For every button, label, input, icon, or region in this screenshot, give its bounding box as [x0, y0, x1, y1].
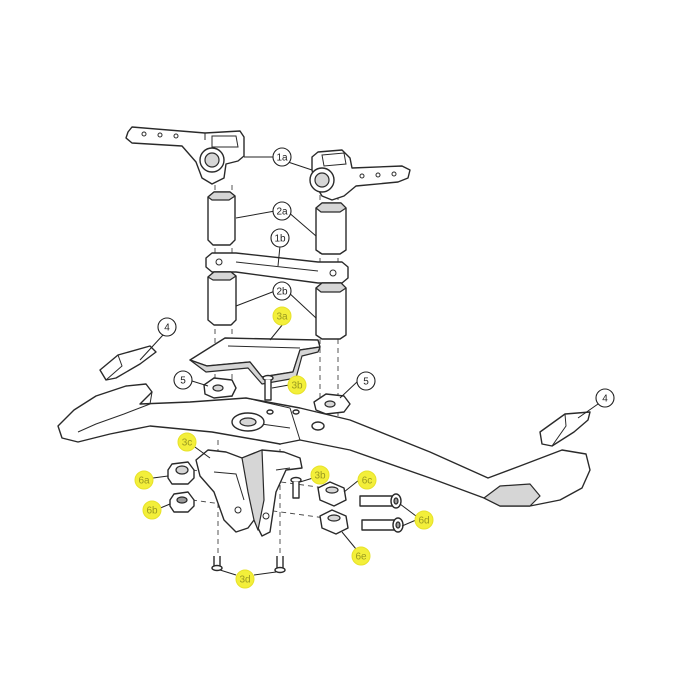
clamp-right	[313, 393, 351, 415]
svg-text:6d: 6d	[418, 516, 429, 527]
svg-text:1b: 1b	[274, 234, 286, 245]
leader-lines	[139, 156, 599, 576]
extension-base-bar	[57, 383, 591, 507]
callout-5-right: 5	[356, 371, 376, 391]
mounting-plate	[189, 337, 321, 385]
callout-2a: 2a	[272, 201, 292, 221]
armrest-pad-right	[539, 411, 591, 447]
svg-text:3b: 3b	[314, 471, 326, 482]
barrel-nut-6b	[169, 491, 195, 513]
svg-text:6e: 6e	[355, 552, 367, 563]
spacer-lower-left	[207, 271, 237, 326]
svg-text:5: 5	[363, 377, 369, 388]
armrest-bracket-left	[125, 126, 245, 185]
svg-text:3b: 3b	[291, 381, 303, 392]
hex-nut-6c	[317, 481, 347, 507]
svg-text:2b: 2b	[276, 287, 288, 298]
svg-text:3c: 3c	[182, 438, 193, 449]
callout-3d: 3d	[235, 569, 255, 589]
callout-6a: 6a	[134, 470, 154, 490]
callout-3c: 3c	[177, 432, 197, 452]
screw-3d-left	[211, 556, 223, 572]
spacer-upper-left	[207, 191, 236, 246]
callout-1a: 1a	[272, 147, 292, 167]
hex-nut-6e	[319, 509, 349, 535]
callout-6c: 6c	[357, 470, 377, 490]
callout-6d: 6d	[414, 510, 434, 530]
callout-2b: 2b	[272, 281, 292, 301]
callout-3b-lower: 3b	[310, 465, 330, 485]
svg-text:1a: 1a	[276, 153, 288, 164]
svg-text:6b: 6b	[146, 506, 158, 517]
long-bolt-lower	[361, 517, 404, 533]
svg-text:4: 4	[164, 323, 170, 334]
bolt-lower-3b	[290, 476, 302, 499]
callout-6b: 6b	[142, 500, 162, 520]
armrest-pad-left	[99, 345, 157, 381]
callout-4-right: 4	[595, 388, 615, 408]
screw-3d-right	[274, 556, 286, 574]
callout-4-left: 4	[157, 317, 177, 337]
svg-text:5: 5	[180, 376, 186, 387]
callout-6e: 6e	[351, 546, 371, 566]
callout-1b: 1b	[270, 228, 290, 248]
bolt-upper	[262, 374, 274, 401]
svg-text:2a: 2a	[276, 207, 288, 218]
lower-bracket	[195, 449, 303, 537]
callout-3a: 3a	[272, 306, 292, 326]
armrest-bracket-right	[309, 149, 411, 201]
svg-text:6a: 6a	[138, 476, 150, 487]
spacer-lower-right	[315, 282, 347, 340]
long-bolt-upper	[359, 493, 402, 509]
callout-3b-upper: 3b	[287, 375, 307, 395]
link-plate	[205, 252, 349, 284]
barrel-nut-6a	[167, 461, 195, 485]
svg-text:6c: 6c	[362, 476, 373, 487]
svg-text:4: 4	[602, 394, 608, 405]
callout-5-left: 5	[173, 370, 193, 390]
svg-text:3a: 3a	[276, 312, 288, 323]
svg-text:3d: 3d	[239, 575, 250, 586]
clamp-left	[203, 377, 237, 399]
spacer-upper-right	[315, 202, 347, 255]
